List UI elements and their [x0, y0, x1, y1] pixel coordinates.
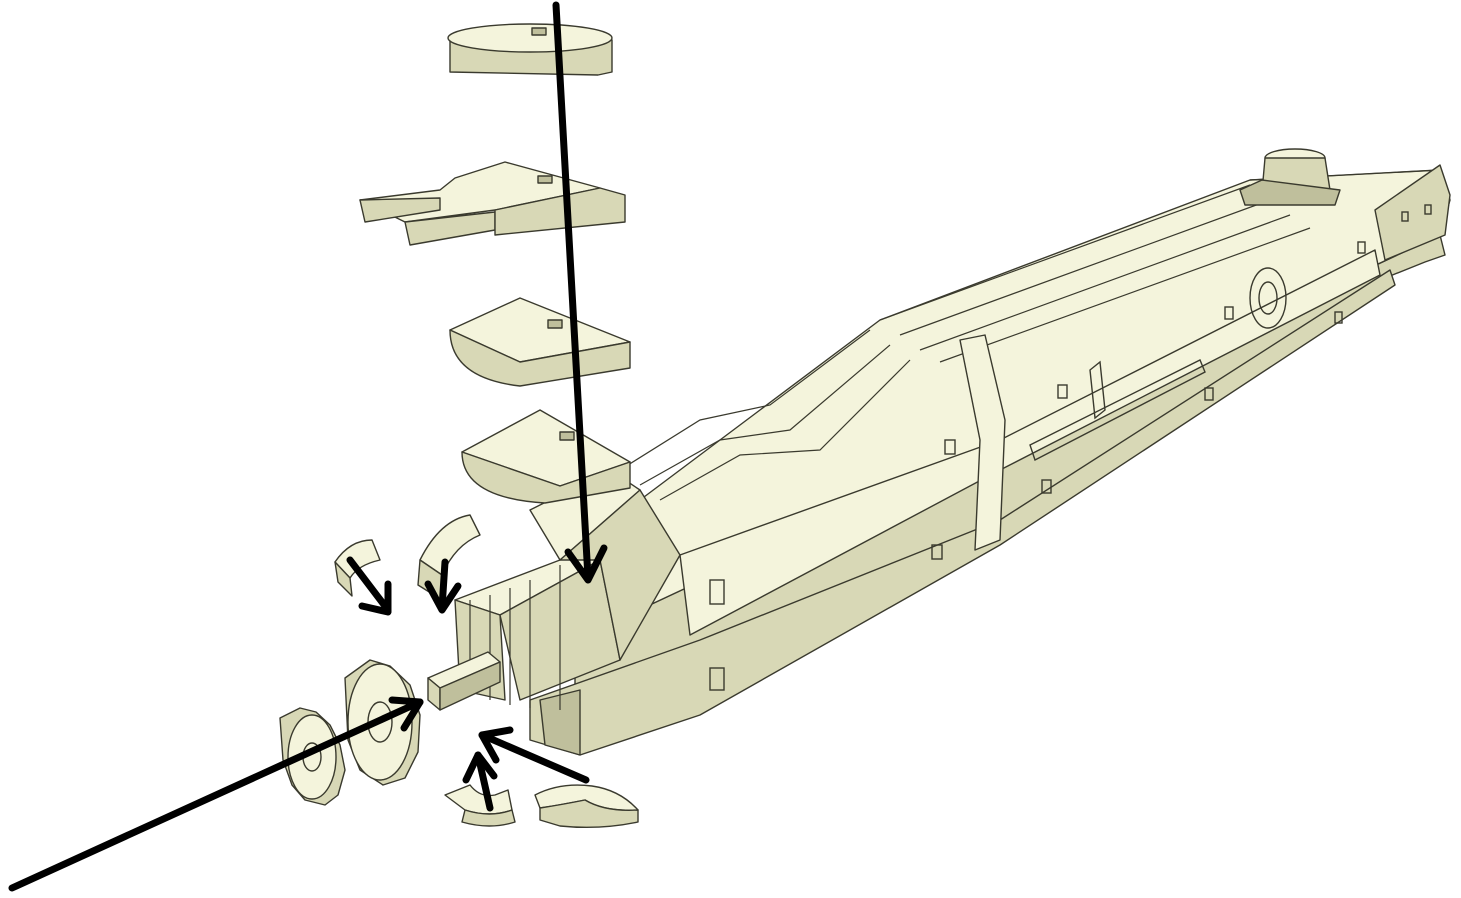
arrow-long-vertical [552, 1, 608, 584]
arrow-lower-small [462, 751, 498, 812]
small-curved-piece-left [334, 539, 381, 597]
half-disk-large [449, 297, 631, 387]
arrow-small-center-down [424, 558, 462, 614]
lower-curved-piece-right [534, 784, 639, 829]
gear-disk-back [279, 707, 346, 806]
arrow-lower-right [478, 726, 590, 784]
front-peg [427, 651, 501, 711]
disk-with-two-prongs [359, 161, 626, 246]
arrow-long-diagonal [8, 696, 424, 892]
lower-curved-piece-left [444, 784, 516, 827]
ring-disk-top [447, 23, 613, 76]
small-curved-piece-right [417, 514, 481, 601]
arrow-small-left-down [346, 556, 392, 616]
half-disk-lower [461, 409, 631, 504]
